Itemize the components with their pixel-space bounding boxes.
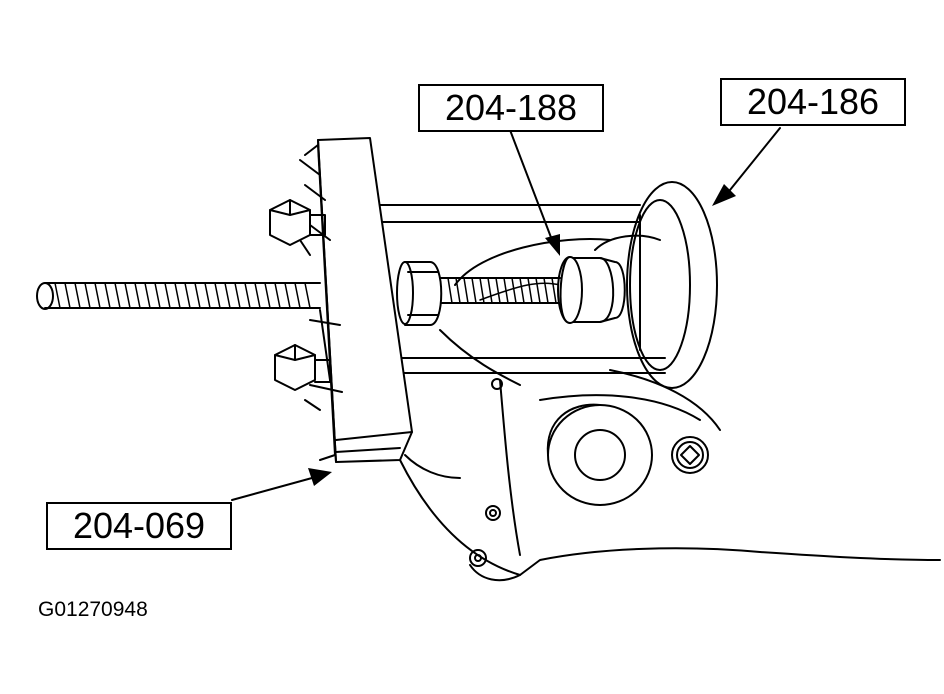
arrow-head-204-186	[712, 184, 736, 206]
hex-nut	[396, 261, 443, 326]
casting-boss	[546, 403, 653, 506]
figure-id: G01270948	[38, 598, 148, 621]
remover-bar-204-069	[299, 137, 413, 463]
installer-204-186	[594, 181, 718, 389]
callout-label-204-188: 204-188	[444, 87, 578, 128]
callout-label-204-069: 204-069	[72, 505, 206, 546]
casting-bolts	[469, 378, 503, 567]
upper-bolt	[269, 199, 326, 246]
callout-204-069: 204-069	[46, 502, 232, 550]
forcing-screw	[36, 277, 561, 310]
leader-arrows	[231, 127, 781, 501]
callout-204-186: 204-186	[720, 78, 906, 126]
installer-204-188	[557, 256, 626, 324]
drain-plug-icon	[671, 436, 709, 474]
guide-rods	[379, 204, 666, 374]
callout-label-204-186: 204-186	[746, 81, 880, 122]
housing-casting	[399, 238, 941, 582]
lower-bolt	[274, 344, 331, 391]
arrow-head-204-188	[545, 234, 560, 256]
callout-204-188: 204-188	[418, 84, 604, 132]
arrow-head-204-069	[308, 468, 332, 486]
